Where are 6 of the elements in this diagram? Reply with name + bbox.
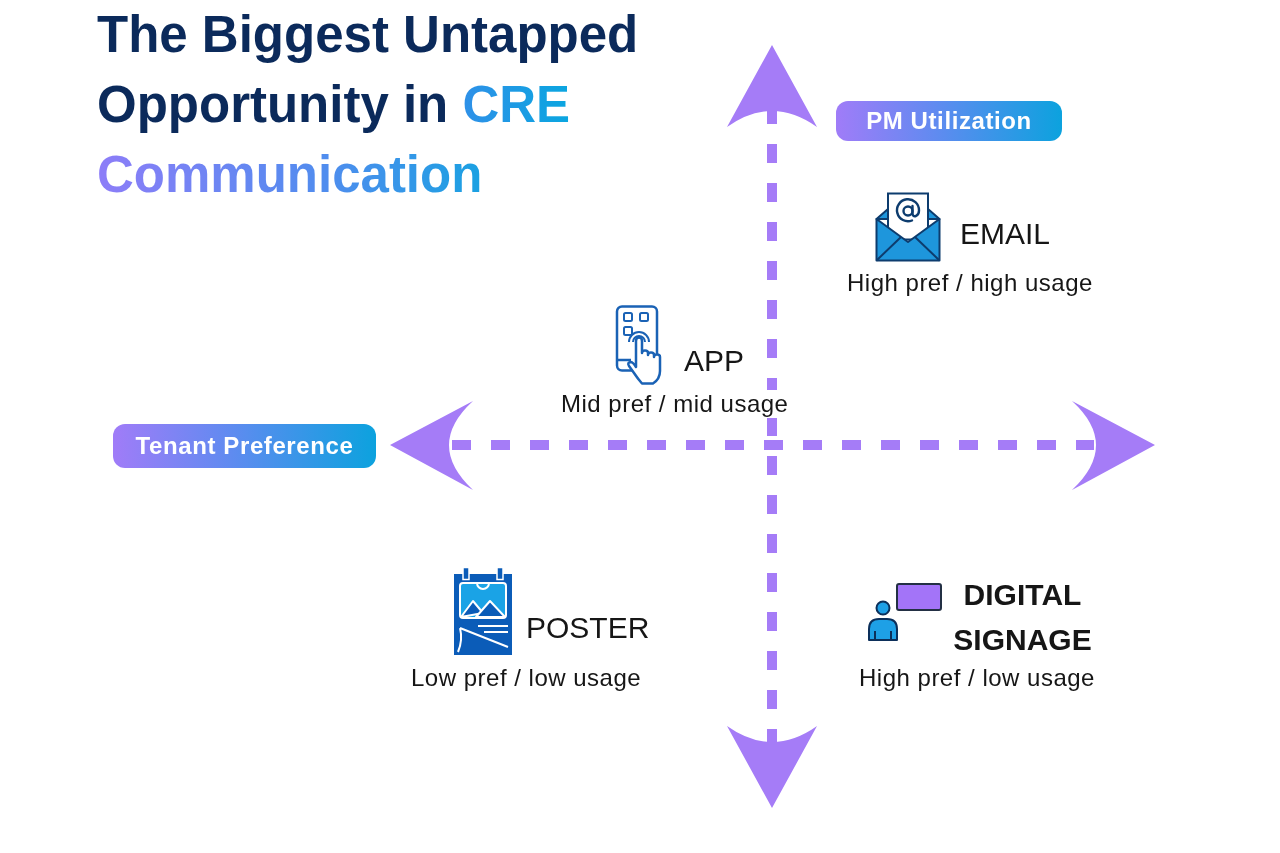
axis-label: Tenant Preference [135, 432, 354, 460]
title: The Biggest Untapped Opportunity in CRE Communication [97, 5, 640, 205]
axis-label: PM Utilization [866, 107, 1032, 135]
usage-caption: Mid pref / mid usage [561, 390, 789, 418]
axis-pill [836, 101, 1062, 141]
axis-pill [113, 424, 376, 468]
